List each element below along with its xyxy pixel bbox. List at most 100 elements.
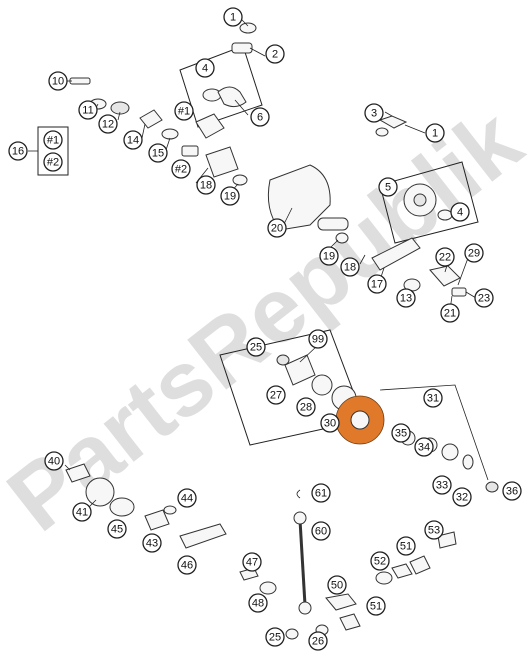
callout-14: 14 — [123, 130, 143, 150]
callout-15: 15 — [148, 143, 168, 163]
legend-item: #1 — [43, 130, 63, 150]
callout-46: 46 — [177, 555, 197, 575]
callout-25: 25 — [246, 337, 266, 357]
callout-number: 41 — [76, 507, 88, 519]
callout-circle — [174, 101, 194, 121]
part-rod-60 — [298, 519, 307, 606]
callout-number: 19 — [323, 251, 335, 263]
callout-number: 1 — [230, 12, 236, 24]
part-clip-14 — [139, 109, 163, 129]
callout-circle — [308, 631, 328, 651]
part-nut-12 — [110, 101, 130, 115]
callout-1: 1 — [223, 7, 243, 27]
callout-hash-1: #1 — [174, 101, 194, 121]
callout-number: 10 — [52, 76, 64, 88]
part-lever-22 — [429, 265, 461, 287]
part-clip-32 — [462, 454, 474, 470]
callout-circle — [464, 243, 484, 263]
callout-circle — [177, 555, 197, 575]
callout-number: 21 — [444, 308, 456, 320]
callout-circle — [414, 437, 434, 457]
callout-number: 40 — [48, 456, 60, 468]
callout-circle — [195, 58, 215, 78]
callout-4: 4 — [450, 202, 470, 222]
callout-number: 18 — [200, 180, 212, 192]
callout-41: 41 — [72, 502, 92, 522]
callout-circle — [311, 521, 331, 541]
callout-circle — [440, 303, 460, 323]
callout-circle — [378, 177, 398, 197]
callout-number: 2 — [272, 49, 278, 61]
group-bracket-31 — [379, 384, 489, 481]
callout-11: 11 — [78, 100, 98, 120]
part-bolt-3 — [378, 115, 408, 129]
callout-circle — [123, 130, 143, 150]
part-washer-4 — [437, 209, 453, 221]
callout-19: 19 — [319, 246, 339, 266]
callout-circle — [177, 488, 197, 508]
callout-12: 12 — [98, 114, 118, 134]
callout-32: 32 — [452, 487, 472, 507]
callout-circle — [78, 100, 98, 120]
svg-text:16: 16 — [12, 146, 24, 158]
callout-13: 13 — [396, 288, 416, 308]
callout-circle — [391, 423, 411, 443]
part-screw-10 — [69, 77, 91, 85]
callout-34: 34 — [414, 437, 434, 457]
callout-number: 18 — [344, 262, 356, 274]
callout-20: 20 — [267, 218, 287, 238]
callout-number: 22 — [439, 252, 451, 264]
part-washer — [239, 22, 257, 34]
callout-circle — [424, 520, 444, 540]
part-cap-53 — [437, 531, 457, 549]
part-shaft — [317, 217, 349, 231]
callout-number: 60 — [315, 526, 327, 538]
callout-circle — [432, 475, 452, 495]
callout-circle — [248, 593, 268, 613]
callout-number: 4 — [202, 63, 208, 75]
callout-circle — [72, 502, 92, 522]
callout-number: 45 — [111, 524, 123, 536]
parts-artwork — [65, 22, 499, 640]
callout-circle — [246, 337, 266, 357]
callout-number: 61 — [315, 488, 327, 500]
callout-number: 51 — [400, 541, 412, 553]
callout-circle — [171, 159, 191, 179]
callout-circle — [450, 202, 470, 222]
part-gear-31-hub — [350, 410, 370, 430]
part-oring-45 — [109, 497, 135, 517]
part-spring-17 — [371, 237, 421, 271]
callout-number: 17 — [371, 279, 383, 291]
part-spring-46 — [179, 523, 227, 549]
callout-number: #1 — [178, 106, 190, 118]
callout-number: 4 — [457, 207, 463, 219]
callout-45: 45 — [107, 519, 127, 539]
callout-circle — [196, 175, 216, 195]
callout-circle — [435, 247, 455, 267]
callout-circle — [220, 186, 240, 206]
part-bolt — [231, 42, 253, 54]
group-box-5-4 — [379, 161, 479, 244]
callout-40: 40 — [44, 451, 64, 471]
callout-48: 48 — [248, 593, 268, 613]
callout-33: 33 — [432, 475, 452, 495]
leader-lines — [64, 18, 477, 509]
callout-circle — [311, 483, 331, 503]
part-clip-61 — [296, 489, 301, 499]
legend-box-16 — [28, 126, 69, 176]
callout-16: 16 — [8, 141, 28, 161]
callout-2: 2 — [265, 44, 285, 64]
part-bracket-50 — [325, 593, 357, 611]
callout-53: 53 — [424, 520, 444, 540]
callout-52: 52 — [370, 551, 390, 571]
callout-circle — [340, 257, 360, 277]
callout-number: 30 — [324, 418, 336, 430]
callout-number: 28 — [300, 402, 312, 414]
callout-number: 34 — [418, 442, 430, 454]
callout-25: 25 — [265, 627, 285, 647]
callout-number: 1 — [432, 128, 438, 140]
part-oring — [202, 88, 222, 102]
part-link — [339, 613, 361, 631]
callout-number: 15 — [152, 148, 164, 160]
